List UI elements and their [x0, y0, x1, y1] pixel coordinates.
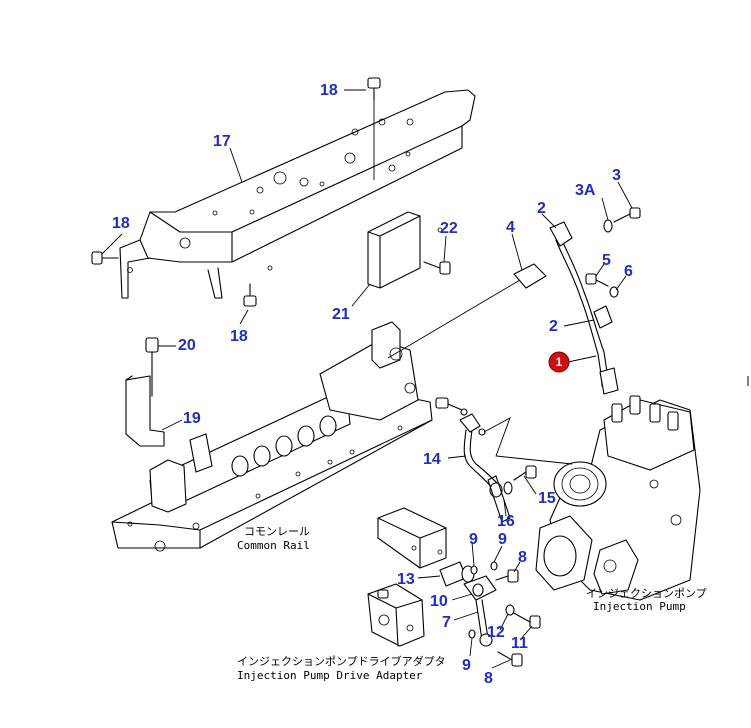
- callout-20: 20: [178, 337, 196, 354]
- caption-drive-adapter-en: Injection Pump Drive Adapter: [237, 669, 423, 682]
- bolt-18-top: [367, 77, 381, 180]
- bolt-15: [513, 465, 537, 481]
- callout-8-top: 8: [518, 549, 527, 566]
- fuel-line-4: [387, 263, 547, 359]
- callout-2-mid: 2: [549, 318, 558, 335]
- callout-4: 4: [506, 219, 515, 236]
- leader-lines: [101, 89, 633, 669]
- common-rail: [111, 321, 433, 552]
- bolt-3: [613, 207, 641, 223]
- bolt-18-left: [91, 251, 119, 265]
- callout-15: 15: [538, 490, 556, 507]
- callout-16: 16: [497, 513, 515, 530]
- callout-3a: 3A: [575, 182, 596, 199]
- callout-2-top: 2: [537, 200, 546, 217]
- leader-rail-pump: [483, 417, 573, 465]
- callout-17: 17: [213, 133, 231, 150]
- fitting-near-rail: [435, 397, 486, 436]
- callout-labels: 18 17 18 18 22 21 4 2 3A 3 5 6 2 20 19 1…: [112, 82, 633, 687]
- callout-19: 19: [183, 410, 201, 427]
- bolt-8-bottom: [497, 651, 523, 667]
- caption-common-rail-en: Common Rail: [237, 539, 310, 552]
- callout-18-left: 18: [112, 215, 130, 232]
- drive-adapter: [367, 583, 425, 647]
- callout-18-bottom: 18: [230, 328, 248, 345]
- callout-11: 11: [511, 635, 528, 652]
- plate-21: [367, 211, 421, 289]
- callout-13: 13: [397, 571, 415, 588]
- injection-pump: [535, 395, 701, 601]
- badge-1-label: 1: [556, 355, 563, 369]
- callout-14: 14: [423, 451, 441, 468]
- tube-14: [459, 413, 503, 498]
- bolt-8-top: [495, 569, 519, 583]
- caption-drive-adapter-jp: インジェクションポンプドライブアダプタ: [237, 654, 446, 668]
- bolt-5: [585, 273, 609, 287]
- callout-22: 22: [440, 220, 458, 237]
- callout-9-a: 9: [469, 531, 478, 548]
- captions: コモンレール Common Rail インジェクションポンプ Injection…: [237, 525, 707, 682]
- callout-6: 6: [624, 263, 633, 280]
- bracket-plate-17: [119, 89, 476, 299]
- callout-18-top: 18: [320, 82, 338, 99]
- callout-9-b: 9: [498, 531, 507, 548]
- adapter-bracket: [377, 507, 447, 569]
- fitting-16: [487, 475, 513, 523]
- bolt-22: [423, 261, 451, 275]
- bolt-11: [511, 611, 541, 629]
- callout-7: 7: [442, 614, 451, 631]
- caption-injection-pump-jp: インジェクションポンプ: [586, 587, 707, 600]
- callout-3: 3: [612, 167, 621, 184]
- callout-21: 21: [332, 306, 350, 323]
- bolt-18-bottom: [243, 283, 257, 307]
- callout-5: 5: [602, 252, 611, 269]
- callout-12: 12: [487, 624, 505, 641]
- caption-injection-pump-en: Injection Pump: [593, 600, 686, 613]
- washer-3a: [603, 219, 613, 233]
- bracket-19: [125, 375, 165, 447]
- caption-common-rail-jp: コモンレール: [244, 525, 310, 538]
- callout-9-c: 9: [462, 657, 471, 674]
- highlight-badge-1[interactable]: 1: [548, 351, 570, 373]
- callout-8-bottom: 8: [484, 670, 493, 687]
- bolt-20: [145, 337, 159, 397]
- callout-10: 10: [430, 593, 448, 610]
- washer-12: [505, 604, 515, 616]
